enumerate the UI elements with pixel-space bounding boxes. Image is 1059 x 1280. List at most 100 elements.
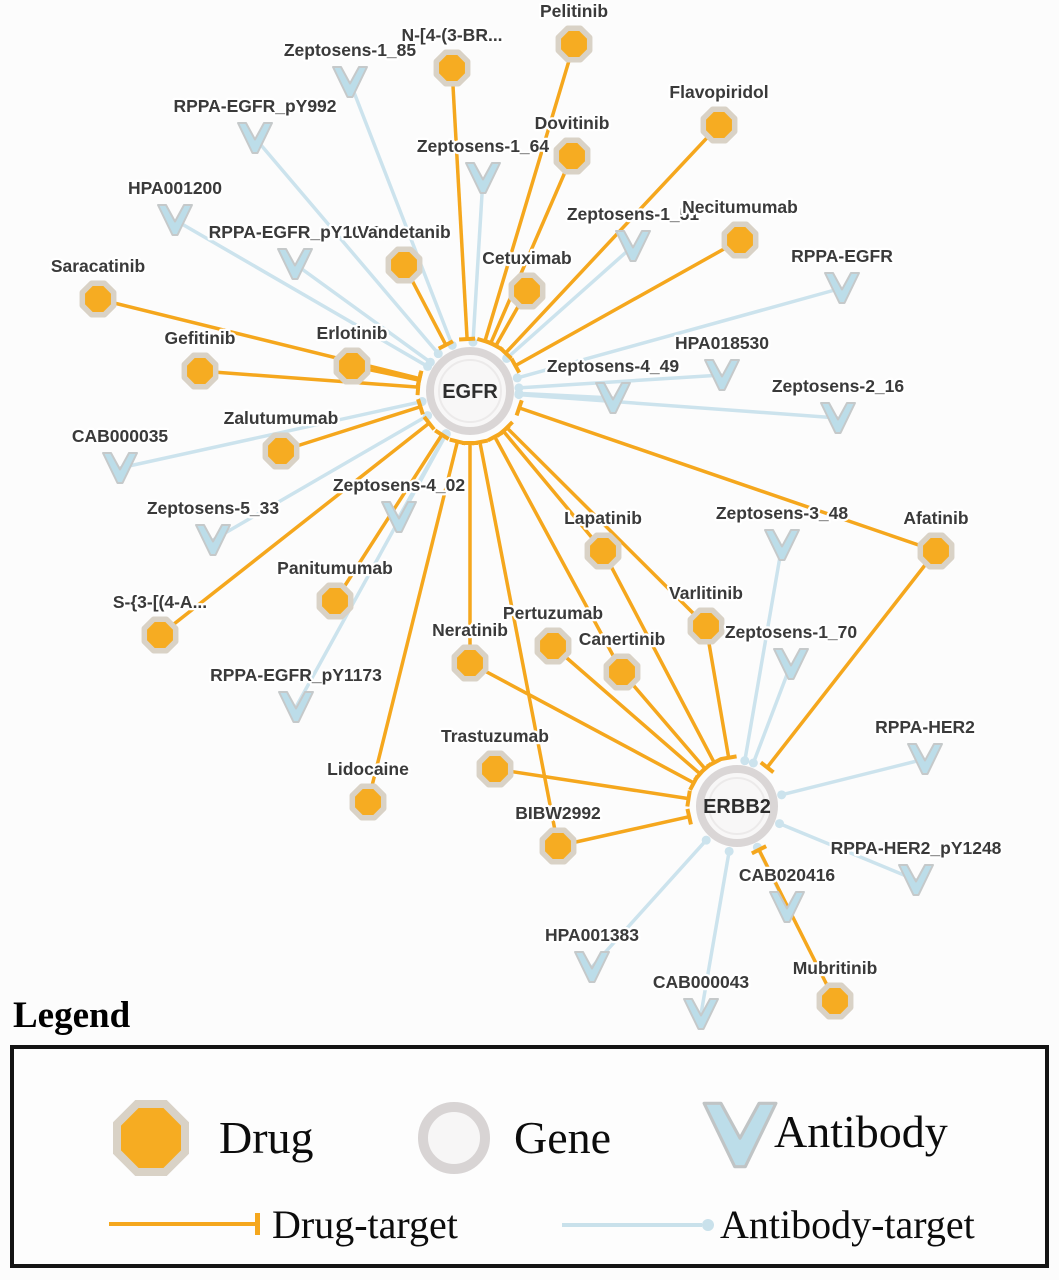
drug-node-vandetanib (385, 246, 423, 284)
gene-node-egfr (426, 347, 514, 435)
antibody-target-edge-zeptosens-1-85 (348, 81, 454, 346)
antibody-edge-dot (433, 349, 443, 359)
antibody-node-zeptosens-1-51 (615, 230, 651, 262)
drug-edge-tee (434, 428, 450, 441)
antibody-edge-dot (512, 373, 522, 383)
node-label-trastuzumab: Trastuzumab (441, 726, 549, 746)
antibody-edge-dot (425, 357, 435, 367)
node-label-hpa018530: HPA018530 (675, 333, 769, 353)
drug-edge-tee (514, 399, 524, 417)
drug-edge-tee (750, 844, 768, 856)
antibody-node-zeptosens-4-02 (381, 501, 417, 533)
drug-edge-tee (685, 790, 692, 807)
drug-target-edge-icon (109, 1222, 255, 1226)
node-label-neratinib: Neratinib (432, 620, 508, 640)
legend-drug-target-label: Drug-target (272, 1202, 458, 1247)
node-label-afatinib: Afatinib (903, 508, 968, 528)
antibody-edge-dot (748, 758, 758, 768)
node-label-rppa-egfr-py992: RPPA-EGFR_pY992 (173, 96, 336, 116)
gene-node-inner-ring (438, 359, 502, 423)
drug-target-edge-varlitinib-erbb2 (704, 625, 731, 759)
antibody-target-edge-rppa-egfr (516, 286, 843, 380)
drug-edge-tee (509, 357, 522, 374)
gene-label-egfr: EGFR (442, 381, 498, 403)
antibody-edge-dot (775, 819, 785, 829)
drug-node-gefitinib (181, 352, 219, 390)
drug-node-lapatinib (584, 532, 622, 570)
node-label-bibw2992: BIBW2992 (515, 803, 601, 823)
antibody-node-hpa001200 (157, 204, 193, 236)
drug-edge-tee (416, 398, 425, 415)
antibody-target-edge-zeptosens-3-48 (743, 544, 784, 761)
drug-node-neratinib (451, 644, 489, 682)
antibody-node-zeptosens-4-49 (595, 382, 631, 414)
node-label-s-3-4-a: S-{3-[(4-A... (113, 592, 207, 612)
node-label-zeptosens-1-70: Zeptosens-1_70 (725, 622, 858, 642)
gene-node-inner-ring (708, 777, 766, 835)
antibody-edge-dot (701, 835, 711, 845)
node-label-vandetanib: Vandetanib (357, 222, 450, 242)
node-label-saracatinib: Saracatinib (51, 256, 145, 276)
node-label-lapatinib: Lapatinib (564, 508, 642, 528)
drug-edge-tee (487, 340, 504, 352)
antibody-edge-layer (119, 81, 926, 1015)
legend-gene-label: Gene (514, 1112, 612, 1163)
node-label-canertinib: Canertinib (579, 629, 666, 649)
drug-node-bibw2992 (539, 827, 577, 865)
antibody-target-edge-hpa018530 (518, 373, 723, 390)
gene-label-erbb2: ERBB2 (703, 796, 771, 818)
drug-node-panitumumab (316, 582, 354, 620)
node-label-rppa-egfr: RPPA-EGFR (791, 246, 893, 266)
node-label-mubritinib: Mubritinib (793, 958, 878, 978)
node-label-zeptosens-3-48: Zeptosens-3_48 (716, 503, 849, 523)
drug-target-edge-afatinib-egfr (518, 406, 937, 553)
antibody-node-cab000043 (683, 998, 719, 1030)
drug-edge-tee (437, 339, 454, 351)
drug-edge-tee (685, 808, 693, 825)
drug-edge-tee (693, 766, 707, 782)
legend-title: Legend (13, 995, 131, 1036)
node-label-flavopiridol: Flavopiridol (669, 82, 768, 102)
antibody-edge-dot (514, 390, 524, 400)
legend-antibody-target-label: Antibody-target (720, 1202, 975, 1247)
drug-node-n-4-3-br (433, 49, 471, 87)
node-label-lidocaine: Lidocaine (327, 759, 409, 779)
antibody-target-edge-zeptosens-1-51 (505, 244, 635, 360)
node-label-zeptosens-1-85: Zeptosens-1_85 (284, 40, 417, 60)
drug-node-lidocaine (349, 783, 387, 821)
antibody-target-edge-icon (562, 1223, 702, 1227)
antibody-node-hpa018530 (704, 359, 740, 391)
node-label-erlotinib: Erlotinib (317, 323, 388, 343)
antibody-node-rppa-egfr-py1173 (278, 691, 314, 723)
antibody-node-zeptosens-1-70 (773, 648, 809, 680)
antibody-node-zeptosens-1-64 (465, 162, 501, 194)
drug-edge-tee (459, 336, 476, 342)
drug-edge-tee (759, 760, 775, 774)
drug-target-edge-afatinib-erbb2 (765, 549, 938, 769)
drug-edge-tee (486, 431, 503, 443)
drug-node-mubritinib (816, 982, 854, 1020)
drug-edge-tee (471, 438, 489, 446)
drug-target-edge-canertinib-erbb2 (620, 670, 707, 770)
antibody-node-zeptosens-2-16 (820, 402, 856, 434)
antibody-target-edge-hpa001383 (590, 839, 708, 969)
antibody-node-cab020416 (769, 891, 805, 923)
antibody-node-rppa-her2 (907, 743, 943, 775)
node-label-zeptosens-1-51: Zeptosens-1_51 (567, 204, 700, 224)
node-label-dovitinib: Dovitinib (535, 113, 610, 133)
node-label-necitumumab: Necitumumab (682, 197, 798, 217)
drug-node-canertinib (603, 653, 641, 691)
antibody-target-edge-zeptosens-2-16 (518, 392, 839, 420)
drug-edge-layer (97, 43, 938, 1002)
node-label-zeptosens-1-64: Zeptosens-1_64 (417, 136, 550, 156)
node-label-rppa-egfr-py1068: RPPA-EGFR_pY1068 (209, 222, 382, 242)
antibody-target-edge-zeptosens-1-64 (471, 177, 485, 343)
antibody-target-dot-icon (702, 1219, 714, 1231)
antibody-node-rppa-egfr-py992 (237, 122, 273, 154)
drug-target-edge-pelitinib-egfr (483, 43, 576, 342)
node-label-cab000035: CAB000035 (72, 426, 169, 446)
antibody-target-edge-rppa-her2 (781, 757, 926, 797)
drug-node-flavopiridol (700, 106, 738, 144)
drug-target-edge-lapatinib-egfr (501, 429, 605, 553)
